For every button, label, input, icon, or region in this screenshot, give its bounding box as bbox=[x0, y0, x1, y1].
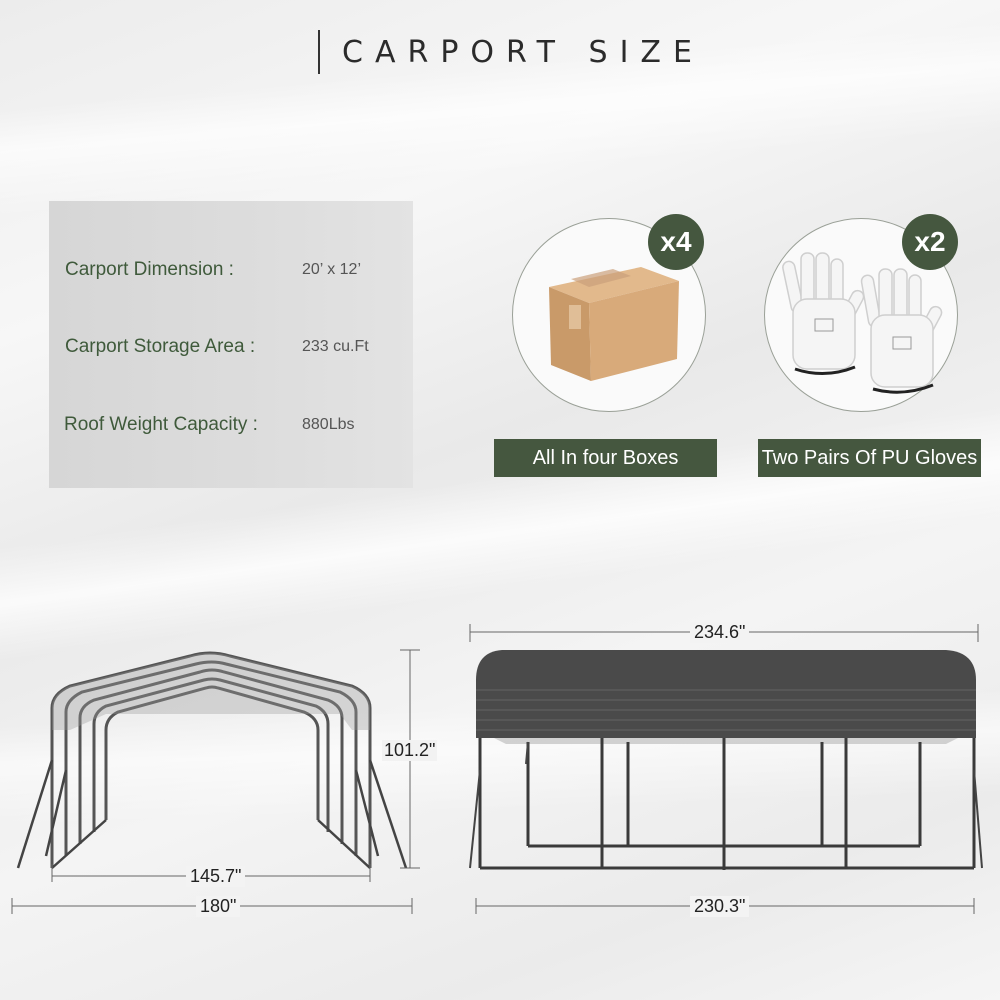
gloves-icon bbox=[782, 252, 943, 394]
page-title: CARPORT SIZE bbox=[342, 34, 704, 70]
gloves-quantity-badge: x2 bbox=[902, 214, 958, 270]
box-caption: All In four Boxes bbox=[494, 439, 717, 477]
spec-row-dimension: Carport Dimension : 20’ x 12’ bbox=[49, 259, 413, 289]
front-inner-width: 145.7" bbox=[186, 866, 246, 887]
spec-panel: Carport Dimension : 20’ x 12’ Carport St… bbox=[49, 201, 413, 488]
side-top-length: 234.6" bbox=[690, 622, 750, 643]
height-dimension: 101.2" bbox=[382, 740, 438, 761]
spec-value: 233 cu.Ft bbox=[302, 338, 369, 355]
title-divider bbox=[318, 30, 320, 74]
side-view-drawing bbox=[469, 624, 983, 914]
header: CARPORT SIZE bbox=[318, 30, 704, 74]
gloves-caption: Two Pairs Of PU Gloves bbox=[758, 439, 981, 477]
side-bottom-length: 230.3" bbox=[690, 896, 750, 917]
spec-value: 880Lbs bbox=[302, 416, 355, 433]
spec-label: Roof Weight Capacity : bbox=[64, 414, 258, 435]
spec-row-storage-area: Carport Storage Area : 233 cu.Ft bbox=[49, 336, 413, 366]
spec-label: Carport Storage Area : bbox=[65, 336, 256, 357]
box-quantity-badge: x4 bbox=[648, 214, 704, 270]
spec-label: Carport Dimension : bbox=[65, 259, 234, 280]
front-view-drawing bbox=[11, 649, 420, 914]
spec-value: 20’ x 12’ bbox=[302, 261, 361, 278]
cardboard-box-icon bbox=[549, 267, 679, 381]
spec-row-roof-capacity: Roof Weight Capacity : 880Lbs bbox=[49, 414, 413, 444]
front-outer-width: 180" bbox=[196, 896, 241, 917]
